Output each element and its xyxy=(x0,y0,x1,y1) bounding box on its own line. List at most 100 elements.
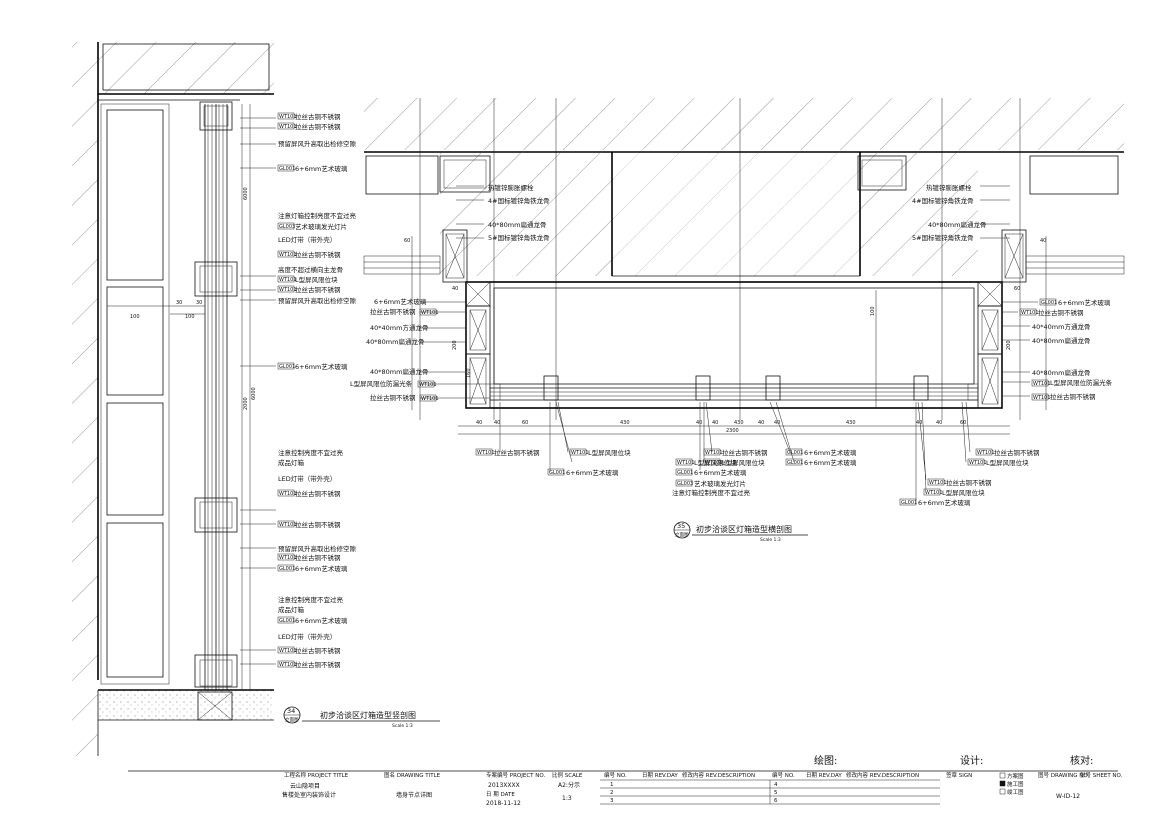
callout-label: L型屏风限位块 xyxy=(722,458,765,467)
project-no-label: 专案编号 PROJECT NO. xyxy=(486,771,545,779)
dim-label: 430 xyxy=(620,420,630,426)
callout-label: L型屏风限位防漏光条 xyxy=(350,379,413,388)
callout-label: L型屏风限位块 xyxy=(942,488,985,497)
dim-label: 6000 xyxy=(251,387,257,400)
callout-label: 艺术玻璃发光灯片 xyxy=(295,222,347,231)
scale-ratio: 1:3 xyxy=(562,795,572,802)
rev-desc-label: 修改内容 REV.DESCRIPTION xyxy=(682,771,755,779)
drawn-by-label: 绘图: xyxy=(814,754,837,767)
material-tag: GL001 xyxy=(279,364,295,370)
callout-label: 40*80mm扁通龙骨 xyxy=(366,337,424,346)
callout-label: 40*80mm扁通龙骨 xyxy=(370,367,428,376)
callout-label: 拉丝古铜不锈钢 xyxy=(370,307,416,316)
callout-label: 6+6mm艺术玻璃 xyxy=(918,498,971,507)
dim-label: 100 xyxy=(130,314,140,320)
material-tag: GL001 xyxy=(279,166,295,172)
project-name-line2: 售楼处室内装饰设计 xyxy=(282,791,336,799)
dim-label: 60 xyxy=(404,238,410,244)
material-tag: WT101 xyxy=(977,450,995,456)
material-tag: GL001 xyxy=(279,566,295,572)
callout-label: 热镀锌膨胀螺栓 xyxy=(488,183,534,192)
callout-label: 注意灯箱控制亮度不宜过亮 xyxy=(278,211,357,220)
material-tag: GL001 xyxy=(1041,300,1057,306)
sign-label: 签章 SIGN xyxy=(946,771,972,779)
callout-label: 拉丝古铜不锈钢 xyxy=(494,448,540,457)
callout-label: 拉丝古铜不锈钢 xyxy=(994,448,1040,457)
callout-label: 40*80mm扁通龙骨 xyxy=(1032,336,1090,345)
signature-row: 绘图: 设计: 核对: xyxy=(814,754,1093,767)
material-tag: WT101 xyxy=(929,480,947,486)
callout-label: 注意控制亮度不宜过亮 xyxy=(278,595,344,604)
section-number: 34 xyxy=(287,707,295,715)
section-number: 35 xyxy=(677,522,685,530)
project-name: 云山隐项目 xyxy=(290,782,320,790)
rev-row: 6 xyxy=(774,798,778,804)
bottom-dimensions: 40 40 60 430 40 40 430 40 40 430 40 40 6… xyxy=(476,420,966,434)
material-tag: WT101 xyxy=(421,310,439,316)
dim-label: 430 xyxy=(846,420,856,426)
dim-label: 40 xyxy=(452,286,458,292)
section-title: 初步洽谈区灯箱造型竖剖图 xyxy=(320,710,416,720)
vertical-section: 30 30 100 100 6000 2000 6000 WT101拉丝古铜不锈… xyxy=(72,42,440,756)
material-tag: GL001 xyxy=(677,470,693,476)
material-tag: WT101 xyxy=(279,555,297,561)
dim-label: 40 xyxy=(916,420,922,426)
dim-label: 30 xyxy=(176,300,182,306)
material-tag: WT101 xyxy=(279,662,297,668)
callout-label: 40*40mm方通龙骨 xyxy=(370,323,428,332)
dim-label: 100 xyxy=(870,306,876,316)
rev-no-label: 编号 NO. xyxy=(604,771,627,779)
callout-label: 4#国标镀锌角铁龙骨 xyxy=(488,196,550,205)
material-tag: WT101 xyxy=(477,450,495,456)
material-tag: WT101 xyxy=(279,114,297,120)
title-block: 工程名称 PROJECT TITLE 云山隐项目 售楼处室内装饰设计 图名 DR… xyxy=(128,770,1123,807)
callout-label: 6+6mm艺术玻璃 xyxy=(374,297,427,306)
callout-label: 拉丝古铜不锈钢 xyxy=(295,112,341,121)
status-checkbox-checked[interactable] xyxy=(999,780,1006,787)
callout-label: 拉丝古铜不锈钢 xyxy=(295,122,341,131)
section-scale: Scale 1:3 xyxy=(392,723,413,729)
dim-label: 200 xyxy=(1006,340,1012,350)
material-tag: WT101 xyxy=(705,460,723,466)
material-tag: GL001 xyxy=(901,500,917,506)
section-title: 初步洽谈区灯箱造型横剖图 xyxy=(696,524,792,534)
dim-label: 40 xyxy=(774,420,780,426)
scale-value: A2:分示 xyxy=(558,781,580,789)
section-sub: 立面图 xyxy=(285,716,299,723)
callout-label: 预留屏风升高取出检修空隙 xyxy=(278,296,357,305)
material-tag: WT101 xyxy=(279,491,297,497)
status-option: 竣工图 xyxy=(1007,788,1024,796)
drawing-no: W-ID-12 xyxy=(1056,793,1080,800)
rev-row: 4 xyxy=(774,782,778,788)
callout-label: LED灯带（带外壳） xyxy=(278,235,336,244)
dim-label: 40 xyxy=(476,420,482,426)
status-checkbox[interactable] xyxy=(999,788,1006,795)
status-option: 施工图 xyxy=(1007,780,1024,788)
status-checkbox[interactable] xyxy=(999,772,1006,779)
callout-label: L型屏风限位块 xyxy=(986,458,1029,467)
callout-label: 6+6mm艺术玻璃 xyxy=(804,448,857,457)
rev-desc-label-2: 修改内容 REV.DESCRIPTION xyxy=(846,771,919,779)
dim-label: 40 xyxy=(696,420,702,426)
callout-label: 6+6mm艺术玻璃 xyxy=(295,362,348,371)
dim-label: 6000 xyxy=(243,187,249,200)
callout-label: 6+6mm艺术玻璃 xyxy=(694,468,747,477)
callout-label: 6+6mm艺术玻璃 xyxy=(295,164,348,173)
rev-row: 3 xyxy=(610,798,614,804)
callout-label: 拉丝古铜不锈钢 xyxy=(1038,308,1084,317)
callout-label: LED灯带（带外壳） xyxy=(278,474,336,483)
callout-label: 40*80mm扁通龙骨 xyxy=(488,220,546,229)
dim-label: 40 xyxy=(1040,238,1046,244)
material-tag: WT101 xyxy=(279,287,297,293)
callout-label: LED灯带（带外壳） xyxy=(278,632,336,641)
callout-label: 拉丝古铜不锈钢 xyxy=(295,553,341,562)
callout-label: 预留屏风升高取出检修空隙 xyxy=(278,544,357,553)
callout-label: 6+6mm艺术玻璃 xyxy=(295,616,348,625)
horizontal-section-caption: 35 立面图 初步洽谈区灯箱造型横剖图 Scale 1:3 xyxy=(673,521,808,543)
material-tag: WT101 xyxy=(421,396,439,402)
callout-label: L型屏风限位块 xyxy=(295,275,338,284)
callout-label: 拉丝古铜不锈钢 xyxy=(370,393,416,402)
material-tag: GL001 xyxy=(549,470,565,476)
